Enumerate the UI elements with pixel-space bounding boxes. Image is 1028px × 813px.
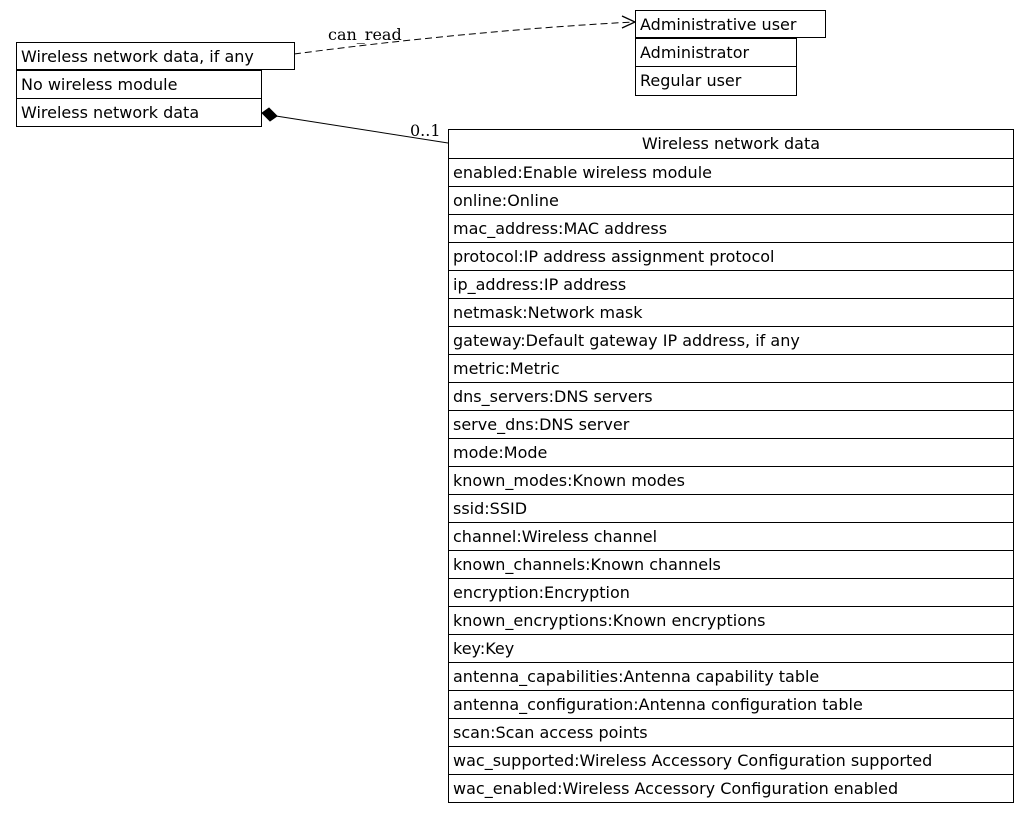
can-read-edge [293,21,634,55]
field-enabled: enabled:Enable wireless module [449,158,1013,186]
field-protocol: protocol:IP address assignment protocol [449,242,1013,270]
field-dns-servers: dns_servers:DNS servers [449,382,1013,410]
regular-user-row: Regular user [636,66,796,94]
wireless-network-data-row: Wireless network data [17,98,261,126]
field-wac-enabled: wac_enabled:Wireless Accessory Configura… [449,774,1013,802]
field-antenna-capabilities: antenna_capabilities:Antenna capability … [449,662,1013,690]
multiplicity-label: 0..1 [410,121,441,140]
field-key: key:Key [449,634,1013,662]
composition-diamond [261,107,278,122]
field-channel: channel:Wireless channel [449,522,1013,550]
field-scan: scan:Scan access points [449,718,1013,746]
wireless-if-any-title: Wireless network data, if any [16,42,295,70]
field-mode: mode:Mode [449,438,1013,466]
field-netmask: netmask:Network mask [449,298,1013,326]
field-known-channels: known_channels:Known channels [449,550,1013,578]
wireless-network-data-title: Wireless network data [641,134,821,153]
can-read-label: can_read [328,25,402,44]
composition-edge [275,115,449,144]
field-mac-address: mac_address:MAC address [449,214,1013,242]
field-ip-address: ip_address:IP address [449,270,1013,298]
field-ssid: ssid:SSID [449,494,1013,522]
wireless-if-any-node: Wireless network data, if any No wireles… [16,42,295,127]
field-serve-dns: serve_dns:DNS server [449,410,1013,438]
administrative-user-row: Administrative user [635,10,826,38]
no-wireless-module-row: No wireless module [17,70,261,98]
field-gateway: gateway:Default gateway IP address, if a… [449,326,1013,354]
administrator-row: Administrator [636,38,796,66]
field-known-modes: known_modes:Known modes [449,466,1013,494]
field-known-encryptions: known_encryptions:Known encryptions [449,606,1013,634]
field-online: online:Online [449,186,1013,214]
user-node: Administrative user Administrator Regula… [635,10,826,96]
wireless-network-data-node: Wireless network data enabled:Enable wir… [448,129,1014,803]
field-metric: metric:Metric [449,354,1013,382]
field-wac-supported: wac_supported:Wireless Accessory Configu… [449,746,1013,774]
field-encryption: encryption:Encryption [449,578,1013,606]
field-antenna-configuration: antenna_configuration:Antenna configurat… [449,690,1013,718]
